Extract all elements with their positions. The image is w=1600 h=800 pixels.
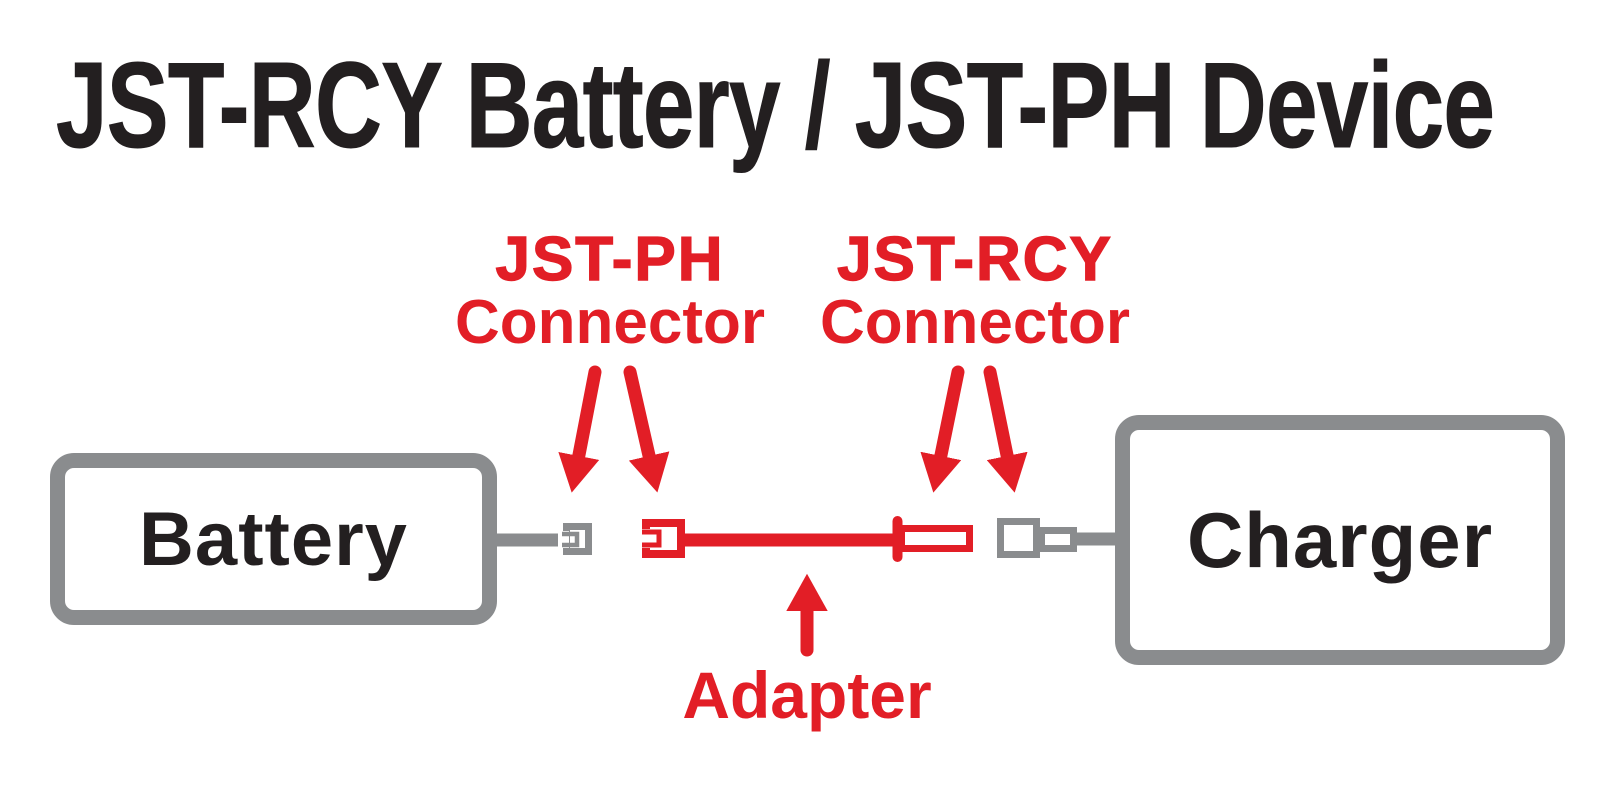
jst-ph-plug-gray: [559, 523, 592, 555]
jst-rcy-connector-red: [892, 516, 973, 562]
charger-label: Charger: [1186, 495, 1494, 584]
jst-rcy-callout-subtitle: Connector: [820, 288, 1130, 357]
jst-ph-arrow-right-icon: [623, 365, 670, 493]
jst-ph-connector-red: [638, 519, 685, 558]
callout-arrows: [558, 365, 1028, 657]
jst-rcy-arrow-left-icon: [920, 365, 965, 493]
adapter-callout: Adapter: [682, 658, 932, 732]
battery-label: Battery: [139, 496, 408, 582]
jst-rcy-arrow-right-icon: [983, 365, 1028, 493]
jst-rcy-callout-title: JST-RCY: [836, 225, 1113, 294]
jst-rcy-plug-gray: [997, 518, 1118, 558]
diagram-title: JST-RCY Battery / JST-PH Device: [56, 37, 1496, 173]
battery-side-wiring: [493, 518, 1118, 558]
jst-ph-callout-title: JST-PH: [495, 225, 725, 294]
adapter-assembly: [638, 516, 973, 562]
battery-box: Battery: [50, 453, 497, 625]
jst-ph-callout: JST-PH Connector: [410, 225, 810, 357]
jst-ph-callout-subtitle: Connector: [455, 288, 765, 357]
charger-box: Charger: [1115, 415, 1565, 665]
jst-rcy-callout: JST-RCY Connector: [775, 225, 1175, 357]
jst-ph-arrow-left-icon: [558, 365, 602, 493]
